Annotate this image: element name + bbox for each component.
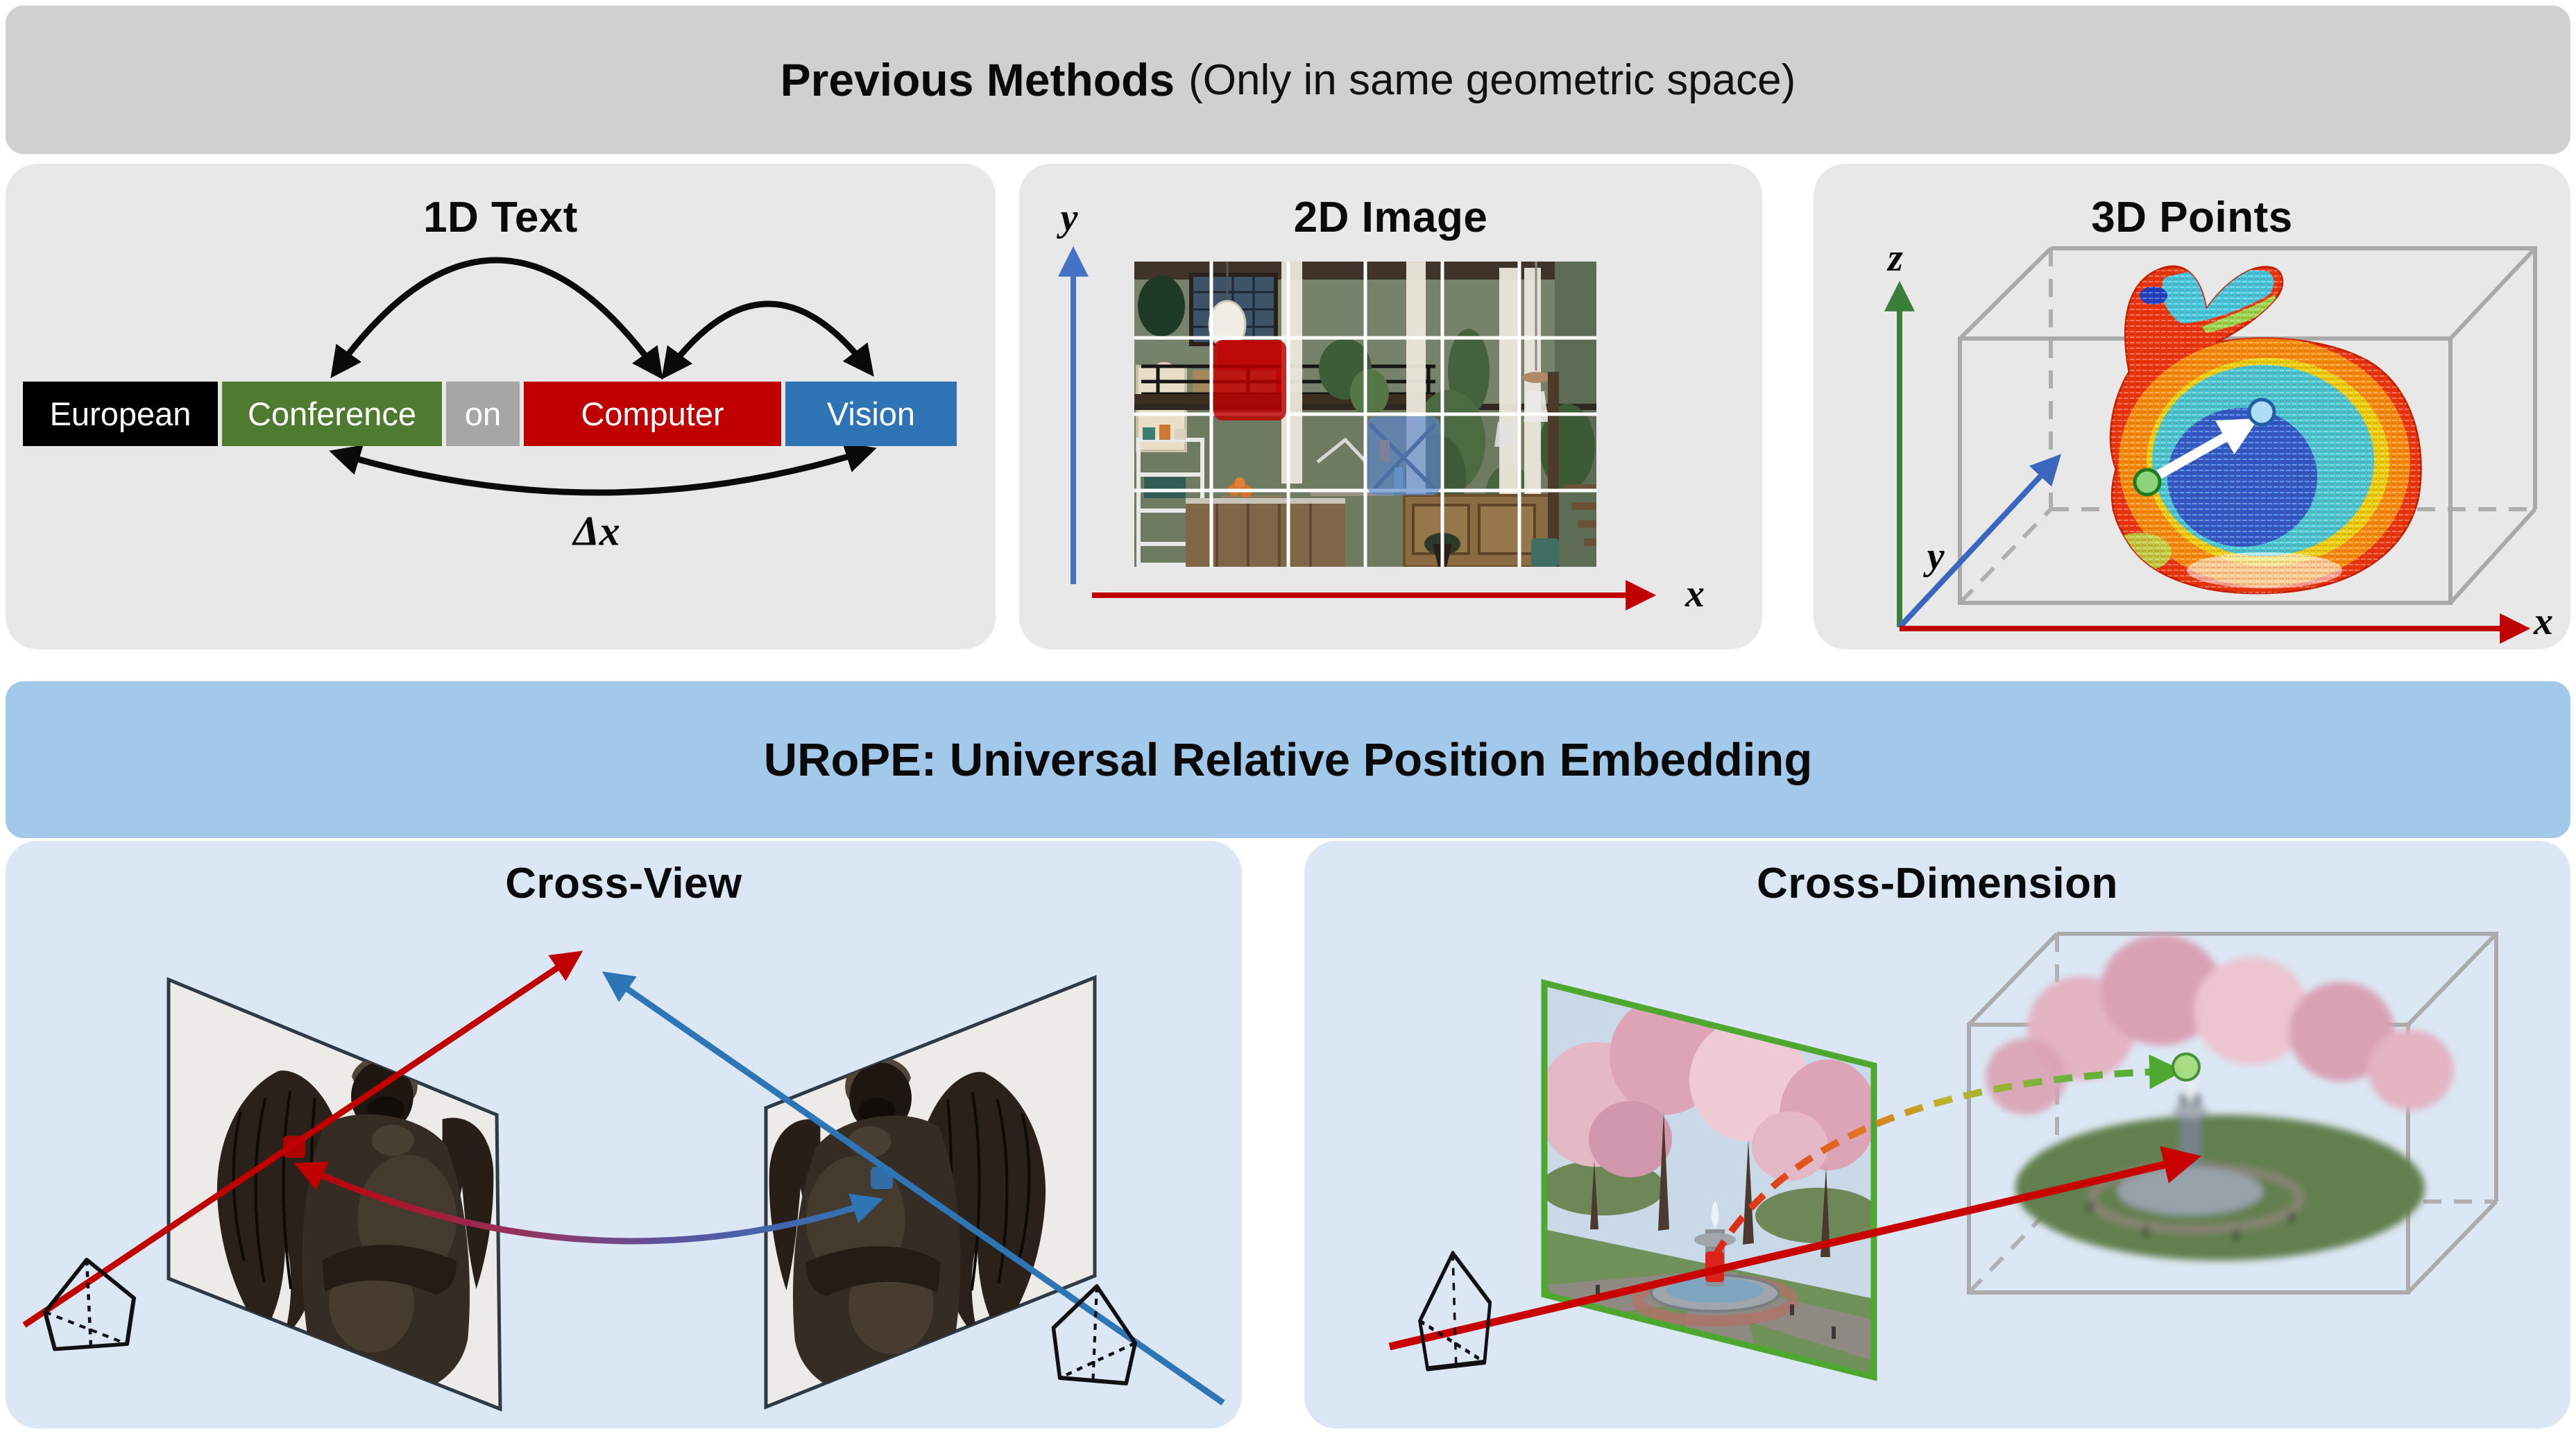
panel-1d-text: 1D Text European Conference on Computer … — [6, 164, 996, 649]
previous-methods-title: Previous Methods — [780, 54, 1175, 105]
delta-x-label: Δx — [573, 508, 620, 554]
relative-vector-arrow — [2156, 418, 2259, 479]
urope-title: URoPE: Universal Relative Position Embed… — [763, 733, 1813, 786]
park-image-plane — [1541, 979, 1877, 1381]
panel-cross-view: Cross-View — [6, 841, 1242, 1428]
cross-view-correspondence-arc — [293, 1161, 883, 1245]
previous-methods-subtitle: (Only in same geometric space) — [1188, 56, 1796, 104]
urope-banner: URoPE: Universal Relative Position Embed… — [6, 681, 2570, 838]
axes-3d — [1884, 280, 2531, 644]
cross-dimension-graphic — [1388, 932, 2498, 1381]
bounding-box-3d — [1958, 246, 2537, 605]
y-axis-label-2d: y — [1060, 196, 1078, 239]
arc-computer-vision — [661, 300, 874, 380]
panel-3d-title: 3D Points — [2091, 194, 2293, 241]
arc-conference-computer — [330, 257, 663, 380]
image-plane-right — [764, 975, 1097, 1410]
point-cloud-box — [1967, 932, 2498, 1295]
panel-2d-image: 2D Image y x — [1019, 164, 1762, 649]
panel-cross-dimension-title: Cross-Dimension — [1757, 860, 2118, 907]
camera-ray-blue — [602, 971, 1225, 1406]
y-axis-label-3d: y — [1927, 535, 1945, 578]
image-axes — [1058, 246, 1657, 611]
bunny-point-cloud — [2109, 265, 2422, 595]
panel-3d-points: 3D Points z y x — [1814, 164, 2570, 649]
highlighted-patch-red — [1213, 340, 1286, 420]
x-axis-label-3d: x — [2534, 600, 2553, 643]
cross-view-graphic — [22, 950, 1225, 1412]
z-axis-label-3d: z — [1888, 237, 1903, 280]
panel-cross-dimension: Cross-Dimension — [1304, 841, 2570, 1428]
x-axis-label-2d: x — [1685, 572, 1705, 615]
jars — [1143, 425, 1186, 498]
highlighted-patch-blue — [1367, 416, 1440, 495]
3d-points-graphic — [1884, 246, 2537, 644]
point-green — [2133, 468, 2162, 497]
token-conference: Conference — [222, 382, 442, 446]
previous-methods-banner: Previous Methods (Only in same geometric… — [6, 6, 2570, 154]
token-relation-arcs — [329, 257, 877, 496]
token-on: on — [446, 382, 520, 446]
point-green-3d — [2172, 1052, 2201, 1082]
token-computer: Computer — [524, 382, 781, 446]
camera-frustum-icon — [1420, 1253, 1490, 1369]
projection-ray-red — [1388, 1146, 2202, 1351]
token-sequence: European Conference on Computer Vision — [23, 382, 957, 446]
cross-dimension-correspondence-arc — [1711, 1054, 2184, 1259]
stairs — [1564, 484, 1596, 546]
token-vision: Vision — [785, 382, 957, 446]
2d-image-graphic — [1058, 246, 1657, 611]
panel-2d-title: 2D Image — [1293, 194, 1488, 241]
panel-1d-title: 1D Text — [423, 194, 578, 241]
camera-ray-red — [22, 950, 583, 1328]
arc-conference-vision-bottom — [329, 442, 877, 496]
1d-arcs-graphic — [329, 257, 877, 496]
point-blue — [2247, 398, 2276, 427]
patch-grid — [1134, 262, 1596, 567]
cherry-trees-2d — [1544, 997, 1874, 1257]
token-european: European — [23, 382, 218, 446]
panel-cross-view-title: Cross-View — [505, 860, 742, 907]
point-cloud-park — [1986, 934, 2454, 1261]
y-axis-3d — [1897, 454, 2062, 629]
